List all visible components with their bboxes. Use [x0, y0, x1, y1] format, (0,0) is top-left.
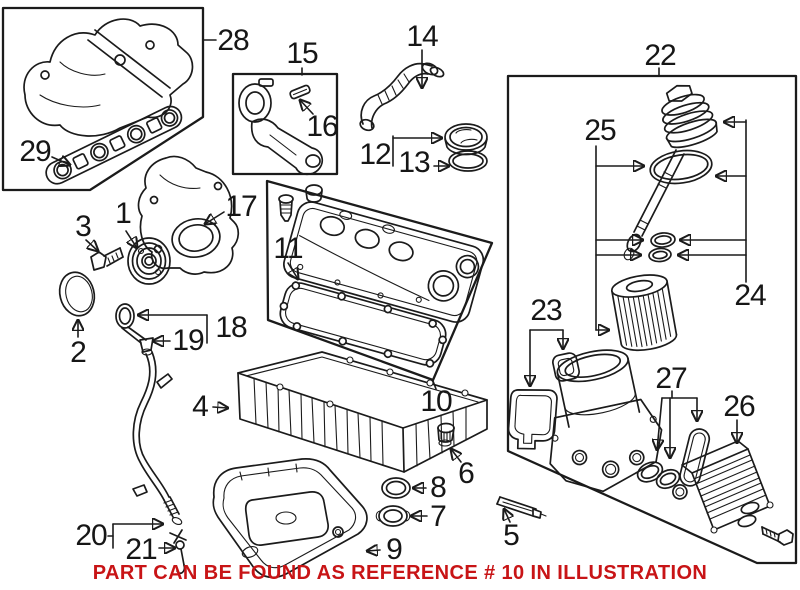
valve-cover-gasket-drawing [279, 281, 448, 368]
large-o-ring-drawing [649, 149, 713, 185]
callout-5: 5 [503, 519, 520, 552]
callout-29: 29 [19, 135, 51, 168]
filter-housing-drawing [549, 349, 663, 493]
callout-24: 24 [734, 279, 766, 312]
callout-28: 28 [217, 24, 249, 57]
callout-14: 14 [406, 20, 438, 53]
manifold-gasket-drawing [45, 105, 183, 185]
callout-2: 2 [70, 336, 87, 369]
callout-25: 25 [584, 114, 616, 147]
callout-22: 22 [644, 39, 676, 72]
callout-9: 9 [386, 533, 403, 566]
callout-7: 7 [430, 500, 447, 533]
cooler-oval-gasket-drawing [672, 428, 711, 500]
lower-oil-pan-drawing [212, 458, 368, 579]
callout-12: 12 [359, 138, 391, 171]
cover-plug-parts-drawing [278, 184, 323, 222]
cooler-o-rings-drawing [636, 461, 681, 490]
oil-cap-drawing [444, 123, 488, 156]
callout-20: 20 [75, 519, 107, 552]
breather-hose-drawing [359, 62, 445, 132]
callout-8: 8 [430, 471, 447, 504]
intake-manifold-drawing [23, 18, 194, 137]
callout-26: 26 [723, 390, 755, 423]
seal-disc-drawing [58, 271, 96, 317]
leader-lines [51, 39, 747, 551]
callout-3: 3 [75, 210, 92, 243]
callout-13: 13 [398, 146, 430, 179]
cooler-bolt-drawing [761, 526, 794, 546]
valve-cover-drawing [283, 201, 485, 323]
crankshaft-pulley-drawing [127, 237, 171, 285]
callout-1: 1 [115, 197, 132, 230]
reference-boxes [1, 6, 798, 565]
upper-oil-pan-drawing [237, 351, 488, 473]
callout-16: 16 [306, 110, 338, 143]
callout-23: 23 [530, 294, 562, 327]
callout-4: 4 [192, 390, 209, 423]
reference-caption: PART CAN BE FOUND AS REFERENCE # 10 IN I… [92, 562, 708, 584]
upper-timing-cover-drawing [238, 78, 324, 176]
round-seal-drawing [381, 477, 411, 499]
filter-stem-drawing [623, 149, 685, 261]
cap-seal-drawing [448, 150, 488, 172]
callout-6: 6 [458, 457, 475, 490]
dipstick-drawing [115, 303, 187, 575]
callout-21: 21 [125, 533, 157, 566]
dowel-pin-drawing [496, 496, 547, 519]
callout-11: 11 [273, 232, 303, 265]
filter-cap-drawing [661, 84, 718, 149]
callout-18: 18 [215, 311, 247, 344]
callout-10: 10 [420, 385, 452, 418]
housing-square-gasket-drawing [552, 352, 580, 382]
callout-19: 19 [172, 324, 204, 357]
small-o-rings-drawing [648, 232, 676, 263]
oil-cooler-drawing [681, 440, 774, 534]
callout-27: 27 [655, 362, 687, 395]
callout-15: 15 [286, 37, 318, 70]
retaining-clip-drawing [289, 84, 311, 100]
drain-plug-drawing [437, 422, 455, 447]
oval-seal-drawing [375, 505, 411, 527]
pulley-bolt-drawing [90, 247, 124, 271]
housing-gasket-drawing [507, 389, 558, 450]
filter-element-drawing [610, 274, 678, 352]
callout-17: 17 [225, 190, 257, 223]
